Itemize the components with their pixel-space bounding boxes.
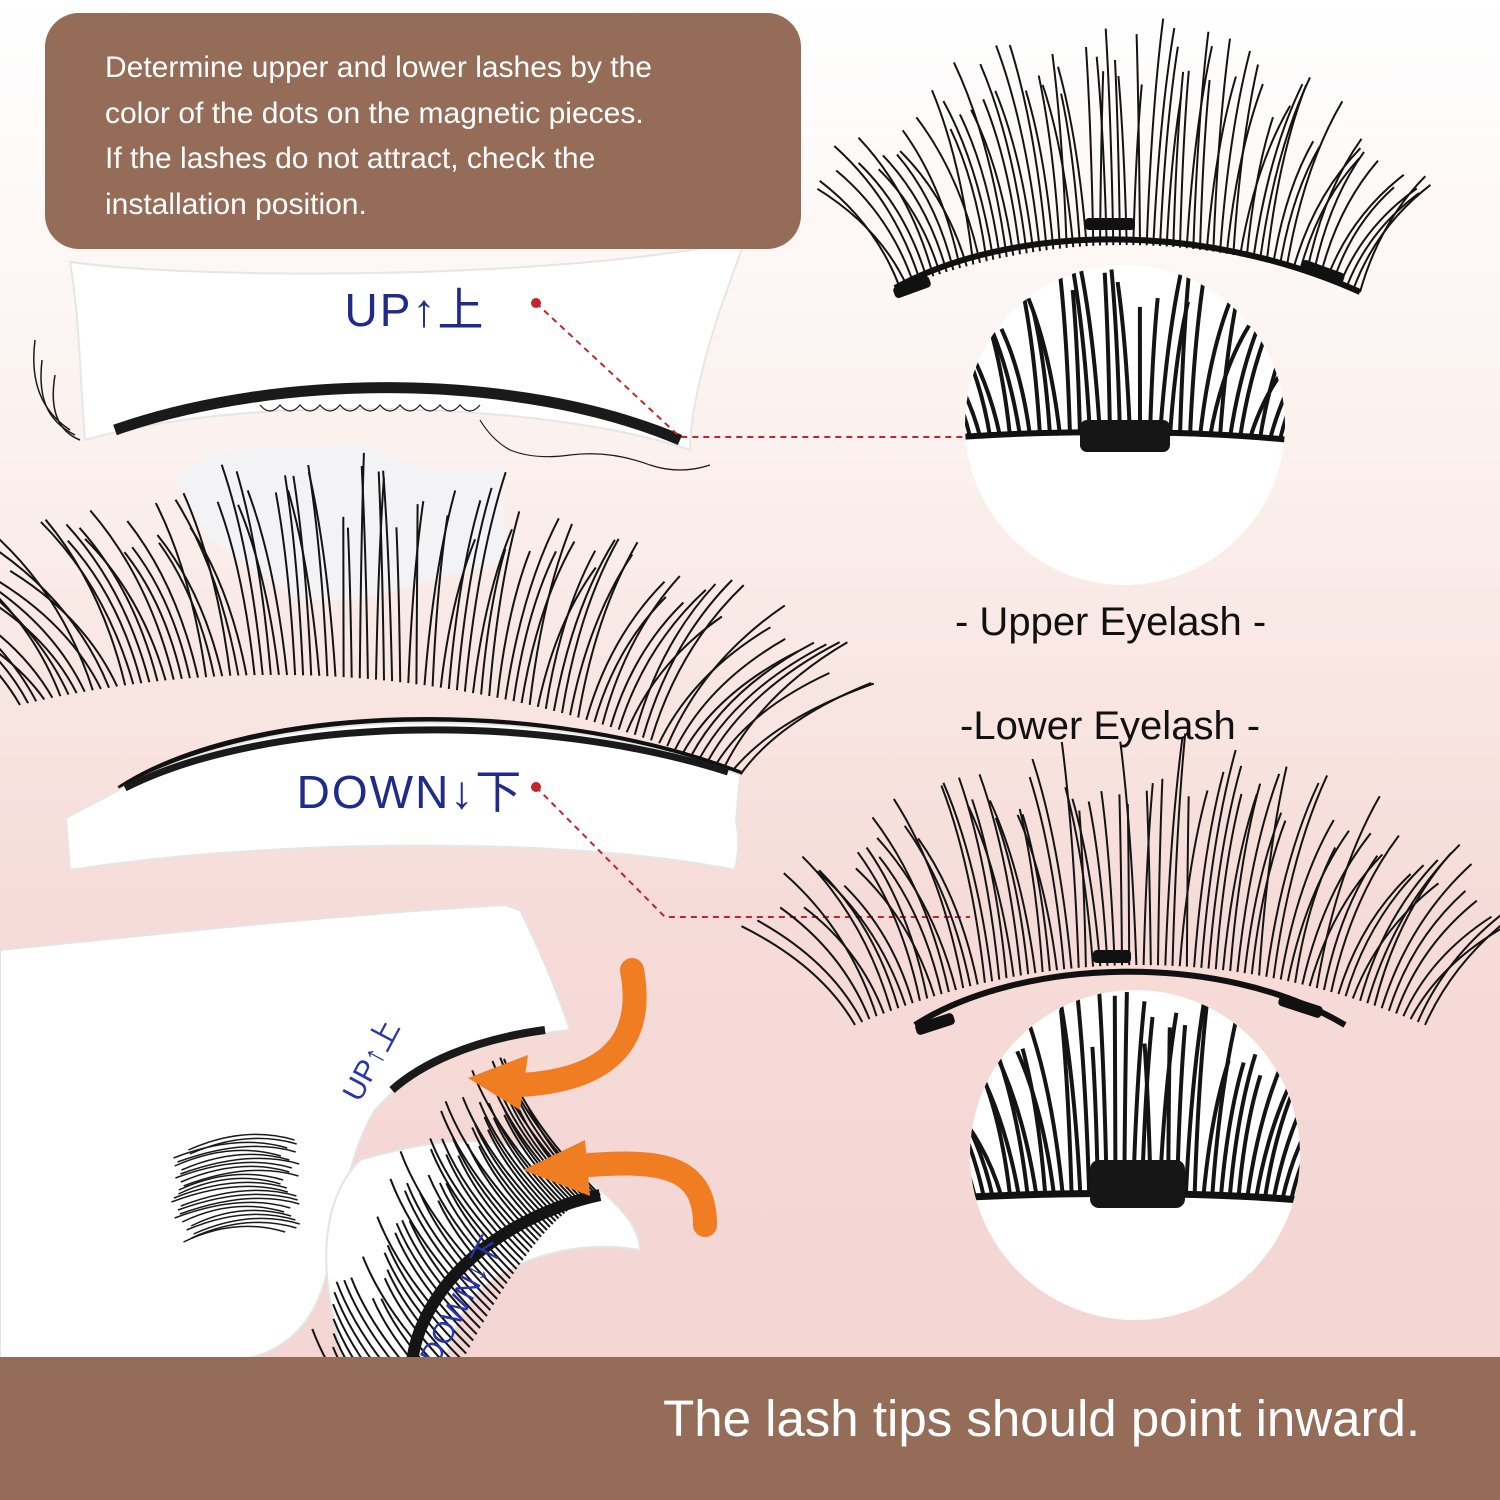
applicator-bottom: DOWN↓下 — [64, 721, 742, 872]
upper-eyelash-strip — [816, 18, 1432, 299]
bottom-banner: The lash tips should point inward. — [0, 1357, 1500, 1500]
magnet-upper-right — [1300, 259, 1345, 285]
stamp-down-bottom: DOWN↓下 — [297, 766, 524, 818]
dashed-leader-line — [535, 786, 970, 918]
magnet-upper-left — [893, 275, 931, 299]
lower-eyelash-strip — [741, 733, 1500, 1035]
applicator-top: UP↑上 — [33, 238, 747, 600]
bottom-banner-text: The lash tips should point inward. — [663, 1390, 1420, 1447]
instruction-line-4: installation position. — [105, 187, 367, 221]
instruction-line-2: color of the dots on the magnetic pieces… — [105, 96, 644, 130]
instruction-line-1: Determine upper and lower lashes by the — [105, 51, 652, 84]
stamp-up-top: UP↑上 — [345, 284, 486, 336]
lash-top-left — [33, 339, 81, 441]
instruction-line-3: If the lashes do not attract, check the — [105, 142, 596, 175]
lower-zoom-magnifier — [970, 990, 1300, 1320]
magnet-upper-center — [1085, 218, 1135, 230]
magnet-zoom-upper — [1080, 420, 1170, 452]
upper-eyelash-label: - Upper Eyelash - — [955, 600, 1267, 644]
dashed-leader-line — [535, 302, 965, 438]
lash-band-top — [113, 382, 683, 446]
upper-zoom-magnifier — [965, 265, 1285, 585]
lash-curls-top — [259, 404, 711, 471]
leader-upper — [531, 298, 965, 438]
lower-eyelash-label: -Lower Eyelash - — [960, 704, 1261, 748]
magnet-lower-center — [1093, 950, 1131, 963]
magnet-lower-right — [1278, 994, 1323, 1018]
orange-curved-arrow-lower — [523, 1140, 717, 1237]
middle-eyelash-strip — [0, 452, 875, 794]
instruction-panel: Determine upper and lower lashes by the … — [45, 13, 801, 249]
magnet-zoom-lower — [1090, 1160, 1185, 1208]
leader-lower — [531, 782, 970, 918]
magnet-lower-left — [915, 1013, 955, 1035]
applicator-bottom-body — [64, 721, 742, 872]
orange-curved-arrow-upper — [468, 958, 647, 1110]
